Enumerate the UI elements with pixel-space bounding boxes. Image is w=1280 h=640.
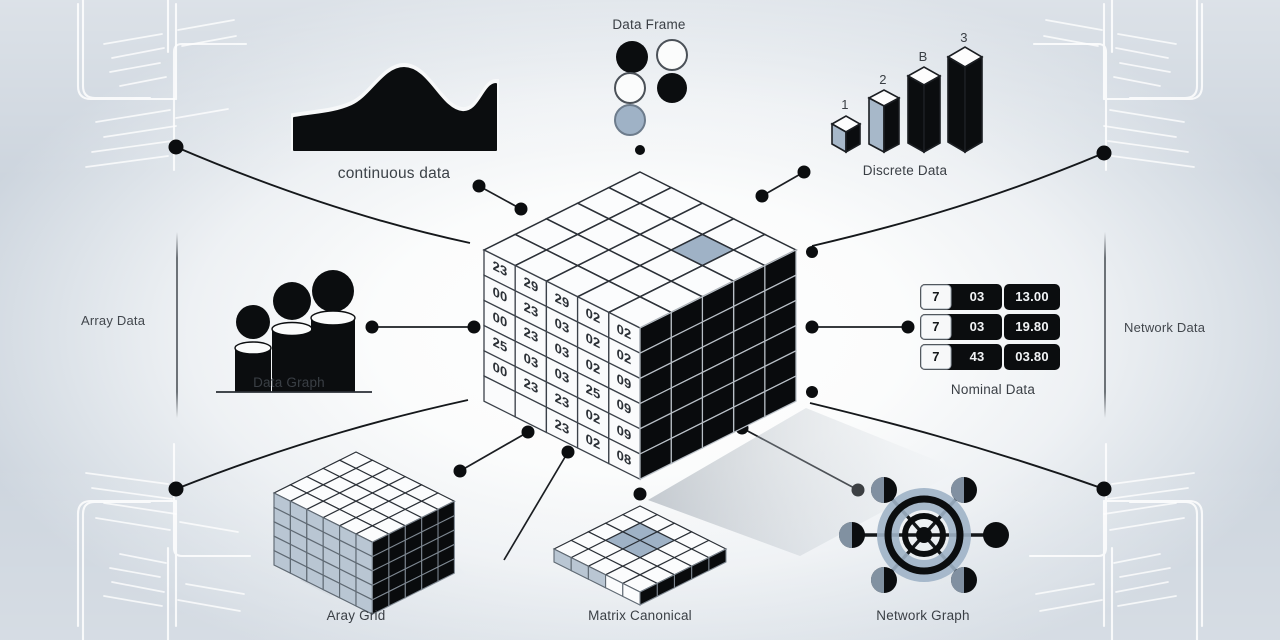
nominal-cell-r3c1: 7 [932, 349, 940, 364]
label-network-graph: Network Graph [876, 608, 970, 623]
discrete-bar-label-4: 3 [960, 30, 968, 45]
discrete-bar-label-1: 1 [841, 97, 849, 112]
label-network-data: Network Data [1124, 320, 1206, 335]
nominal-cell-r1c2: 03 [969, 289, 985, 304]
discrete-bar-label-2: 2 [879, 72, 887, 87]
label-aray-grid: Aray Grid [326, 608, 386, 623]
nominal-cell-r2c1: 7 [932, 319, 940, 334]
nominal-cell-r3c3: 03.80 [1015, 349, 1049, 364]
left-divider-rule [176, 232, 178, 418]
label-continuous-data: continuous data [337, 165, 451, 182]
nominal-cell-r2c2: 03 [969, 319, 985, 334]
label-nominal-data: Nominal Data [950, 382, 1036, 397]
right-divider-rule [1104, 232, 1106, 418]
label-matrix-canonical: Matrix Canonical [588, 608, 692, 623]
label-data-frame: Data Frame [612, 17, 686, 32]
label-array-data: Array Data [81, 313, 146, 328]
nominal-cell-r3c2: 43 [969, 349, 985, 364]
nominal-cell-r2c3: 19.80 [1015, 319, 1049, 334]
label-data-graph: Data Graph [253, 375, 325, 390]
nominal-cell-r1c1: 7 [932, 289, 940, 304]
discrete-bar-label-3: B [918, 49, 928, 64]
nominal-cell-r1c3: 13.00 [1015, 289, 1049, 304]
label-discrete-data: Discrete Data [862, 163, 948, 178]
